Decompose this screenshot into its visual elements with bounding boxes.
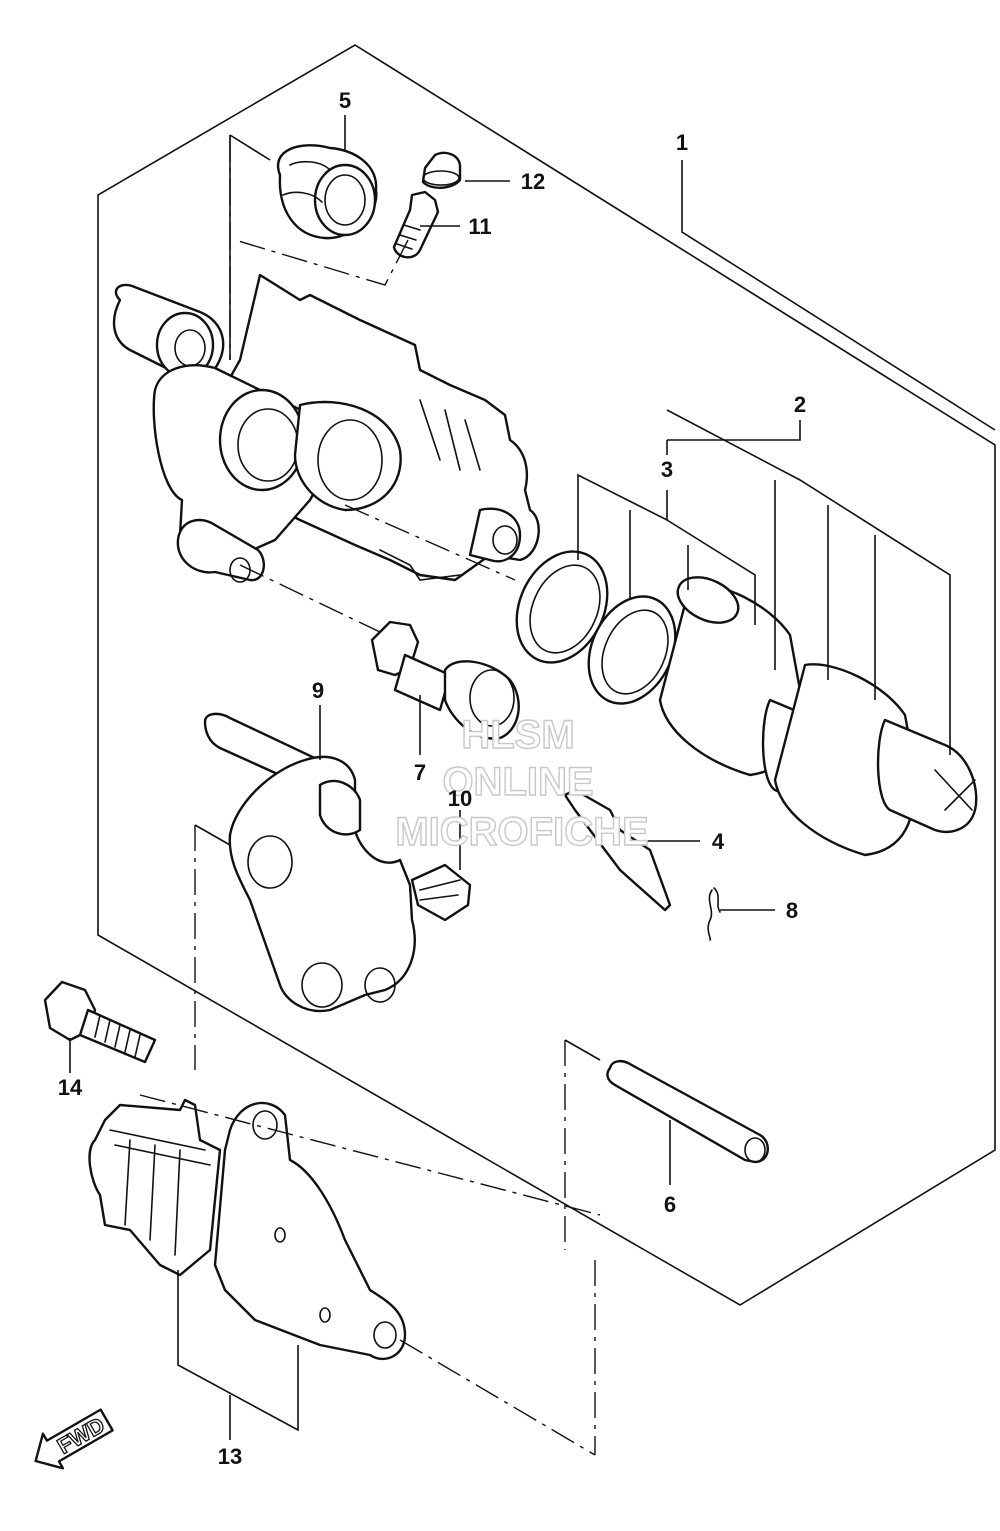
part-pad-spring-10[interactable] [410, 863, 472, 922]
callout-10[interactable]: 10 [448, 786, 472, 811]
part-bracket-9[interactable] [203, 712, 416, 1013]
watermark-line-1: HLSM [461, 713, 574, 757]
callout-1[interactable]: 1 [676, 130, 688, 155]
callout-14[interactable]: 14 [58, 1075, 83, 1100]
callout-11[interactable]: 11 [468, 214, 491, 239]
part-bolt-14[interactable] [43, 980, 157, 1064]
callout-7[interactable]: 7 [414, 760, 426, 785]
callout-6[interactable]: 6 [664, 1192, 676, 1217]
watermark: HLSM ONLINE MICROFICHE [395, 712, 650, 854]
callout-5[interactable]: 5 [339, 88, 351, 113]
part-piston-2b[interactable] [773, 663, 978, 857]
watermark-line-2: ONLINE [442, 760, 593, 804]
fwd-indicator: FWD [34, 1408, 114, 1470]
part-brake-pad-13b[interactable] [213, 1101, 407, 1361]
caliper-body [112, 273, 540, 583]
part-pin-boot-7[interactable] [443, 660, 520, 740]
part-boot-5[interactable] [276, 144, 378, 240]
part-clip-8[interactable] [707, 887, 721, 941]
assembly-boundary-box [97, 44, 996, 1306]
callout-3[interactable]: 3 [661, 457, 673, 482]
part-bleeder-screw-11[interactable] [392, 190, 440, 259]
callout-8[interactable]: 8 [786, 898, 798, 923]
part-pad-pin-6[interactable] [606, 1059, 769, 1164]
fwd-arrow-icon [34, 1408, 114, 1470]
part-bleeder-cap-12[interactable] [421, 151, 462, 189]
callout-13[interactable]: 13 [218, 1444, 242, 1469]
part-slide-pin-7[interactable] [370, 620, 452, 712]
callout-9[interactable]: 9 [312, 678, 324, 703]
callout-4[interactable]: 4 [712, 829, 725, 854]
part-seal-3a[interactable] [499, 537, 624, 678]
callout-2[interactable]: 2 [794, 392, 806, 417]
part-brake-pad-13a[interactable] [88, 1098, 222, 1277]
part-shim-4[interactable] [563, 788, 672, 912]
watermark-line-3: MICROFICHE [395, 810, 648, 854]
callout-12[interactable]: 12 [521, 169, 545, 194]
